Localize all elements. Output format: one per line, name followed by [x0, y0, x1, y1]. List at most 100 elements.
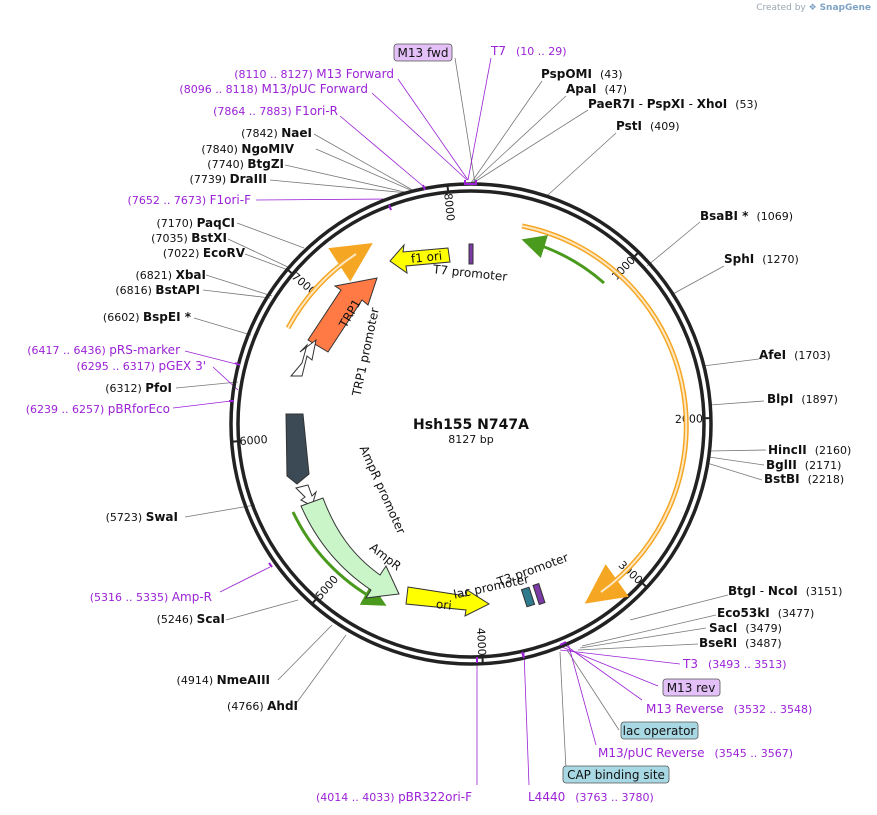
enzyme-draiii[interactable]: (7739) DraIII [190, 172, 267, 186]
enzyme-name: NgoMIV [241, 142, 294, 156]
enzyme-label: Eco53kI(3477) [717, 606, 814, 620]
enzyme-xbai[interactable]: (6821) XbaI [136, 268, 206, 282]
primer-pbrforeco[interactable]: (6239 .. 6257) pBRforEco [26, 402, 170, 416]
primer-name: M13/pUC Forward [261, 82, 368, 96]
primer-l4440[interactable]: L4440(3763 .. 3780) [528, 790, 654, 804]
enzyme-position: (3477) [778, 607, 815, 620]
enzyme-position: (53) [735, 98, 758, 111]
enzyme-ahdi[interactable]: (4766) AhdI [227, 699, 298, 713]
primer-name: pGEX 3' [159, 359, 206, 373]
cap-binding-site-label: CAP binding site [567, 768, 665, 782]
primer-name: M13/pUC Reverse [598, 746, 705, 760]
enzyme-afei[interactable]: AfeI(1703) [759, 348, 831, 362]
primer-range: (5316 .. 5335) [90, 591, 172, 604]
enzyme-position: (7170) [156, 217, 196, 230]
primer-amp-r[interactable]: (5316 .. 5335) Amp-R [90, 590, 212, 604]
enzyme-position: (7022) [163, 247, 203, 260]
enzyme-name: XhoI [697, 97, 728, 111]
primer-name: M13 Reverse [646, 702, 724, 716]
enzyme-btgzi[interactable]: (7740) BtgZI [207, 157, 284, 171]
enzyme-bglii[interactable]: BglII(2171) [766, 458, 841, 472]
primer-t7[interactable]: T7(10 .. 29) [490, 44, 567, 58]
enzyme-blpi[interactable]: BlpI(1897) [767, 392, 838, 406]
primer-f1ori-f[interactable]: (7652 .. 7673) F1ori-F [128, 193, 252, 207]
tick-mark-5000 [311, 597, 319, 604]
primer-f1ori-r[interactable]: (7864 .. 7883) F1ori-R [213, 104, 338, 118]
t7-promoter-label: T7 promoter [431, 262, 508, 284]
enzyme-label: ApaI(47) [566, 82, 627, 96]
primer-pgex-3[interactable]: (6295 .. 6317) pGEX 3' [76, 359, 206, 373]
primer-label: T3(3493 .. 3513) [682, 657, 787, 671]
primer-range: (3493 .. 3513) [708, 658, 787, 671]
primer-name: pBRforEco [108, 402, 170, 416]
snapgene-logo-icon: ❖ [808, 3, 817, 13]
cap-binding-site-box[interactable]: CAP binding site [562, 765, 670, 784]
primer-pbr322ori-f[interactable]: (4014 .. 4033) pBR322ori-F [316, 790, 472, 804]
enzyme-label: (5723) SwaI [106, 510, 178, 524]
primer-name: M13 Forward [316, 67, 394, 81]
watermark-product: SnapGene [819, 3, 871, 13]
enzyme-ngomiv[interactable]: (7840) NgoMIV [201, 142, 294, 156]
enzyme-bstxi[interactable]: (7035) BstXI [151, 231, 227, 245]
enzyme-name: PaqCI [197, 216, 235, 230]
enzyme-label: BlpI(1897) [767, 392, 838, 406]
primer-m13-puc-forward[interactable]: (8096 .. 8118) M13/pUC Forward [179, 82, 368, 96]
enzyme-bspei[interactable]: (6602) BspEI * [103, 310, 192, 324]
enzyme-naei[interactable]: (7842) NaeI [241, 126, 312, 140]
primer-range: (4014 .. 4033) [316, 791, 398, 804]
m13-rev-box[interactable]: M13 rev [662, 678, 721, 697]
primer-m13-reverse[interactable]: M13 Reverse(3532 .. 3548) [646, 702, 812, 716]
enzyme-bstapi[interactable]: (6816) BstAPI [115, 283, 200, 297]
primer-prs-marker[interactable]: (6417 .. 6436) pRS-marker [27, 343, 180, 357]
primer-m13-forward[interactable]: (8110 .. 8127) M13 Forward [234, 67, 394, 81]
enzyme-paer7i[interactable]: PaeR7I - PspXI - XhoI(53) [588, 97, 758, 111]
enzyme-position: (7739) [190, 173, 230, 186]
enzyme-labels: PspOMI(43)ApaI(47)PaeR7I - PspXI - XhoI(… [103, 67, 851, 713]
primer-name: F1ori-F [210, 193, 251, 207]
enzyme-bstbi[interactable]: BstBI(2218) [764, 472, 844, 486]
primer-marks [229, 180, 567, 663]
ori-arrow [405, 586, 491, 617]
f1-ori-arrow [389, 243, 451, 275]
enzyme-ecorv[interactable]: (7022) EcoRV [163, 246, 246, 260]
boxed-labels: M13 fwd M13 rev lac operator CAP binding… [393, 43, 721, 784]
enzyme-paqci[interactable]: (7170) PaqCI [156, 216, 235, 230]
feature-arcs [285, 223, 689, 606]
enzyme-hincii[interactable]: HincII(2160) [768, 443, 851, 457]
enzyme-position: (4914) [177, 674, 217, 687]
enzyme-label: (7022) EcoRV [163, 246, 246, 260]
green-arc-right [521, 235, 605, 285]
enzyme-apai[interactable]: ApaI(47) [566, 82, 627, 96]
f1-ori-label: f1 ori [410, 249, 443, 266]
enzyme-swai[interactable]: (5723) SwaI [106, 510, 178, 524]
lac-operator-box[interactable]: lac operator [620, 721, 699, 740]
enzyme-separator: - [635, 97, 647, 111]
primer-t3[interactable]: T3(3493 .. 3513) [682, 657, 787, 671]
enzyme-sphi[interactable]: SphI(1270) [724, 252, 799, 266]
lac-promoter-label: lac promoter [452, 572, 530, 602]
enzyme-scai[interactable]: (5246) ScaI [157, 612, 225, 626]
enzyme-psti[interactable]: PstI(409) [616, 119, 680, 133]
enzyme-position: (5246) [157, 613, 197, 626]
primer-m13-puc-reverse[interactable]: M13/pUC Reverse(3545 .. 3567) [598, 746, 793, 760]
enzyme-separator: - [756, 584, 768, 598]
enzyme-bsabi[interactable]: BsaBI *(1069) [700, 209, 793, 223]
enzyme-pspomi[interactable]: PspOMI(43) [541, 67, 623, 81]
cen-ars-label: CEN/ARS [314, 438, 334, 498]
m13-fwd-box[interactable]: M13 fwd [393, 43, 453, 62]
enzyme-position: (6312) [105, 382, 145, 395]
enzyme-position: (6821) [136, 269, 176, 282]
enzyme-nmeaiii[interactable]: (4914) NmeAIII [177, 673, 270, 687]
enzyme-name: BglII [766, 458, 797, 472]
enzyme-name: BstXI [191, 231, 227, 245]
enzyme-btgi[interactable]: BtgI - NcoI(3151) [728, 584, 842, 598]
enzyme-saci[interactable]: SacI(3479) [709, 621, 782, 635]
enzyme-name: PspXI [647, 97, 685, 111]
enzyme-pfoi[interactable]: (6312) PfoI [105, 381, 172, 395]
enzyme-eco53ki[interactable]: Eco53kI(3477) [717, 606, 814, 620]
primer-name: Amp-R [172, 590, 212, 604]
t3-promoter-mark [532, 582, 546, 606]
enzyme-name: PstI [616, 119, 642, 133]
enzyme-bseri[interactable]: BseRI(3487) [699, 636, 782, 650]
